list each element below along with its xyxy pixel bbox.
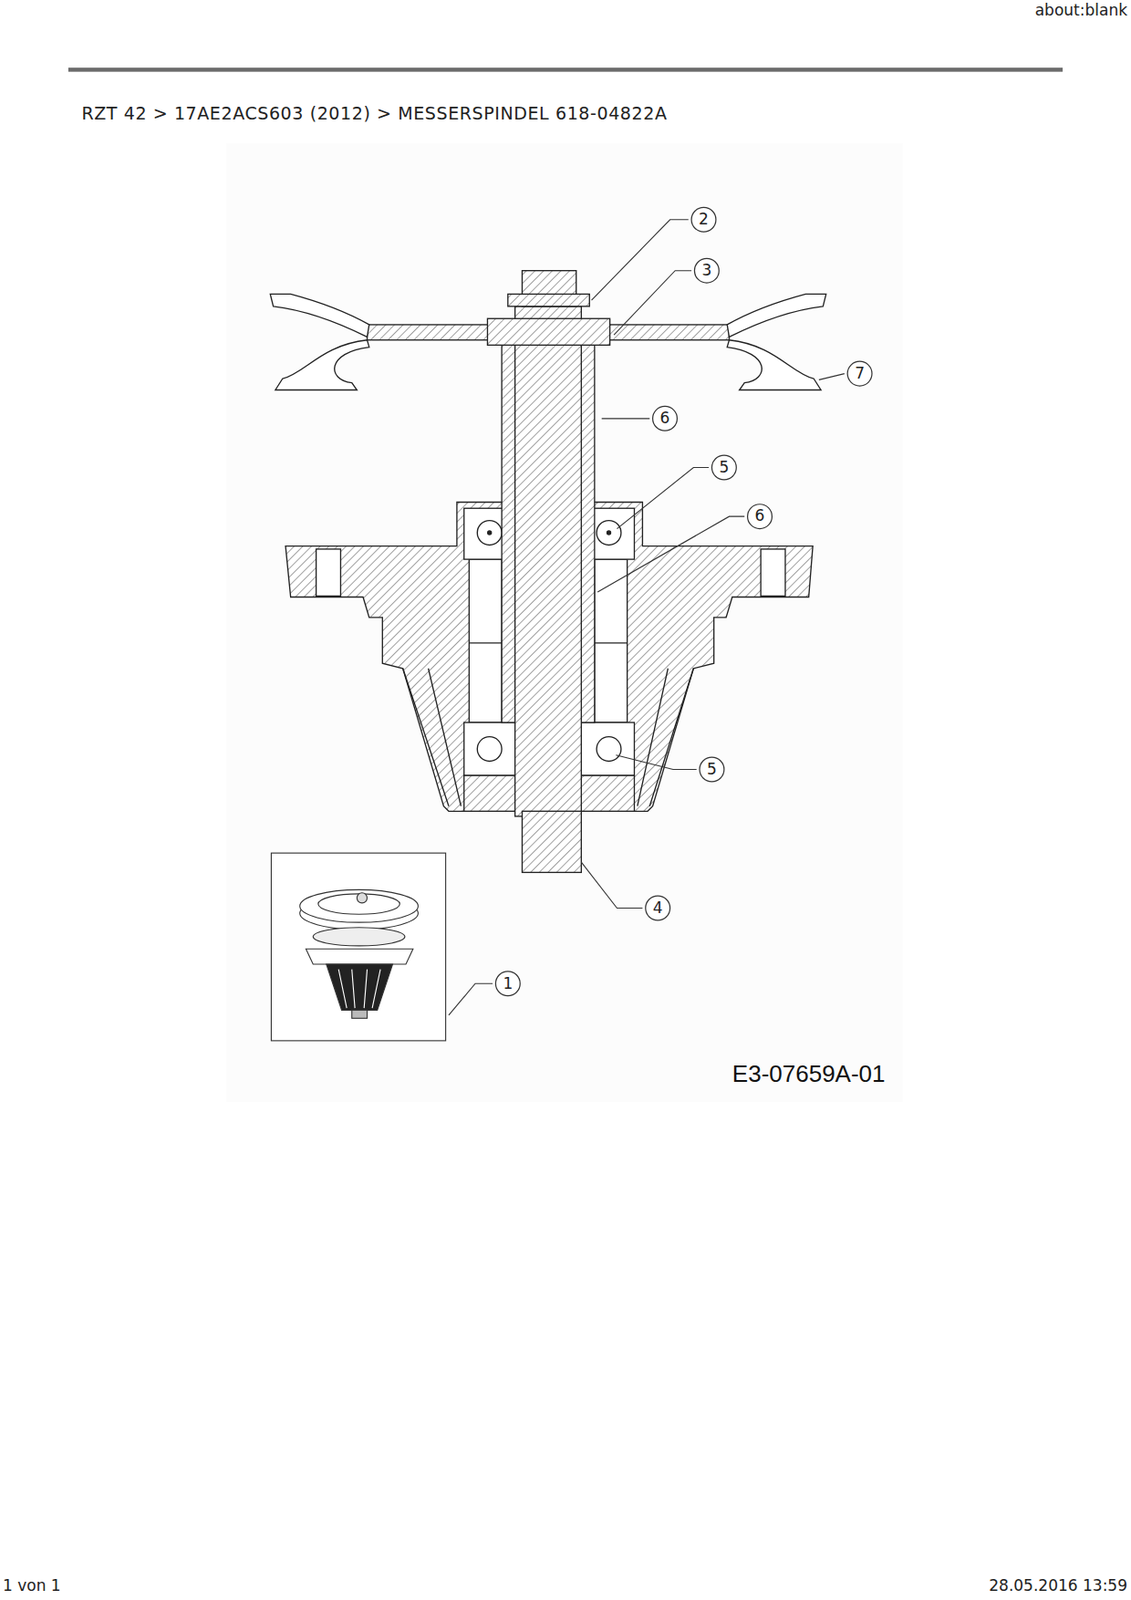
page-count: 1 von 1 (2, 1577, 62, 1595)
callout-circles (495, 207, 872, 996)
callout-number: 2 (698, 210, 709, 229)
spindle-section (269, 270, 826, 873)
callout-number: 1 (502, 975, 513, 993)
leader-lines (448, 219, 845, 1016)
callout-number: 3 (701, 261, 712, 280)
callout-number: 7 (854, 364, 865, 383)
header-rule (68, 67, 1063, 72)
image-ground (226, 143, 903, 1102)
breadcrumb-title: RZT 42 > 17AE2ACS603 (2012) > MESSERSPIN… (81, 103, 667, 124)
callout-number: 6 (660, 409, 671, 427)
callout-number: 4 (653, 899, 664, 917)
callout-number: 5 (706, 760, 717, 779)
drawing-code: E3-07659A-01 (732, 1060, 886, 1088)
browser-url: about:blank (1035, 1, 1128, 20)
callout-number: 6 (755, 507, 766, 525)
callout-number: 5 (718, 458, 729, 477)
print-timestamp: 28.05.2016 13:59 (988, 1577, 1128, 1595)
inset-view (270, 852, 446, 1041)
